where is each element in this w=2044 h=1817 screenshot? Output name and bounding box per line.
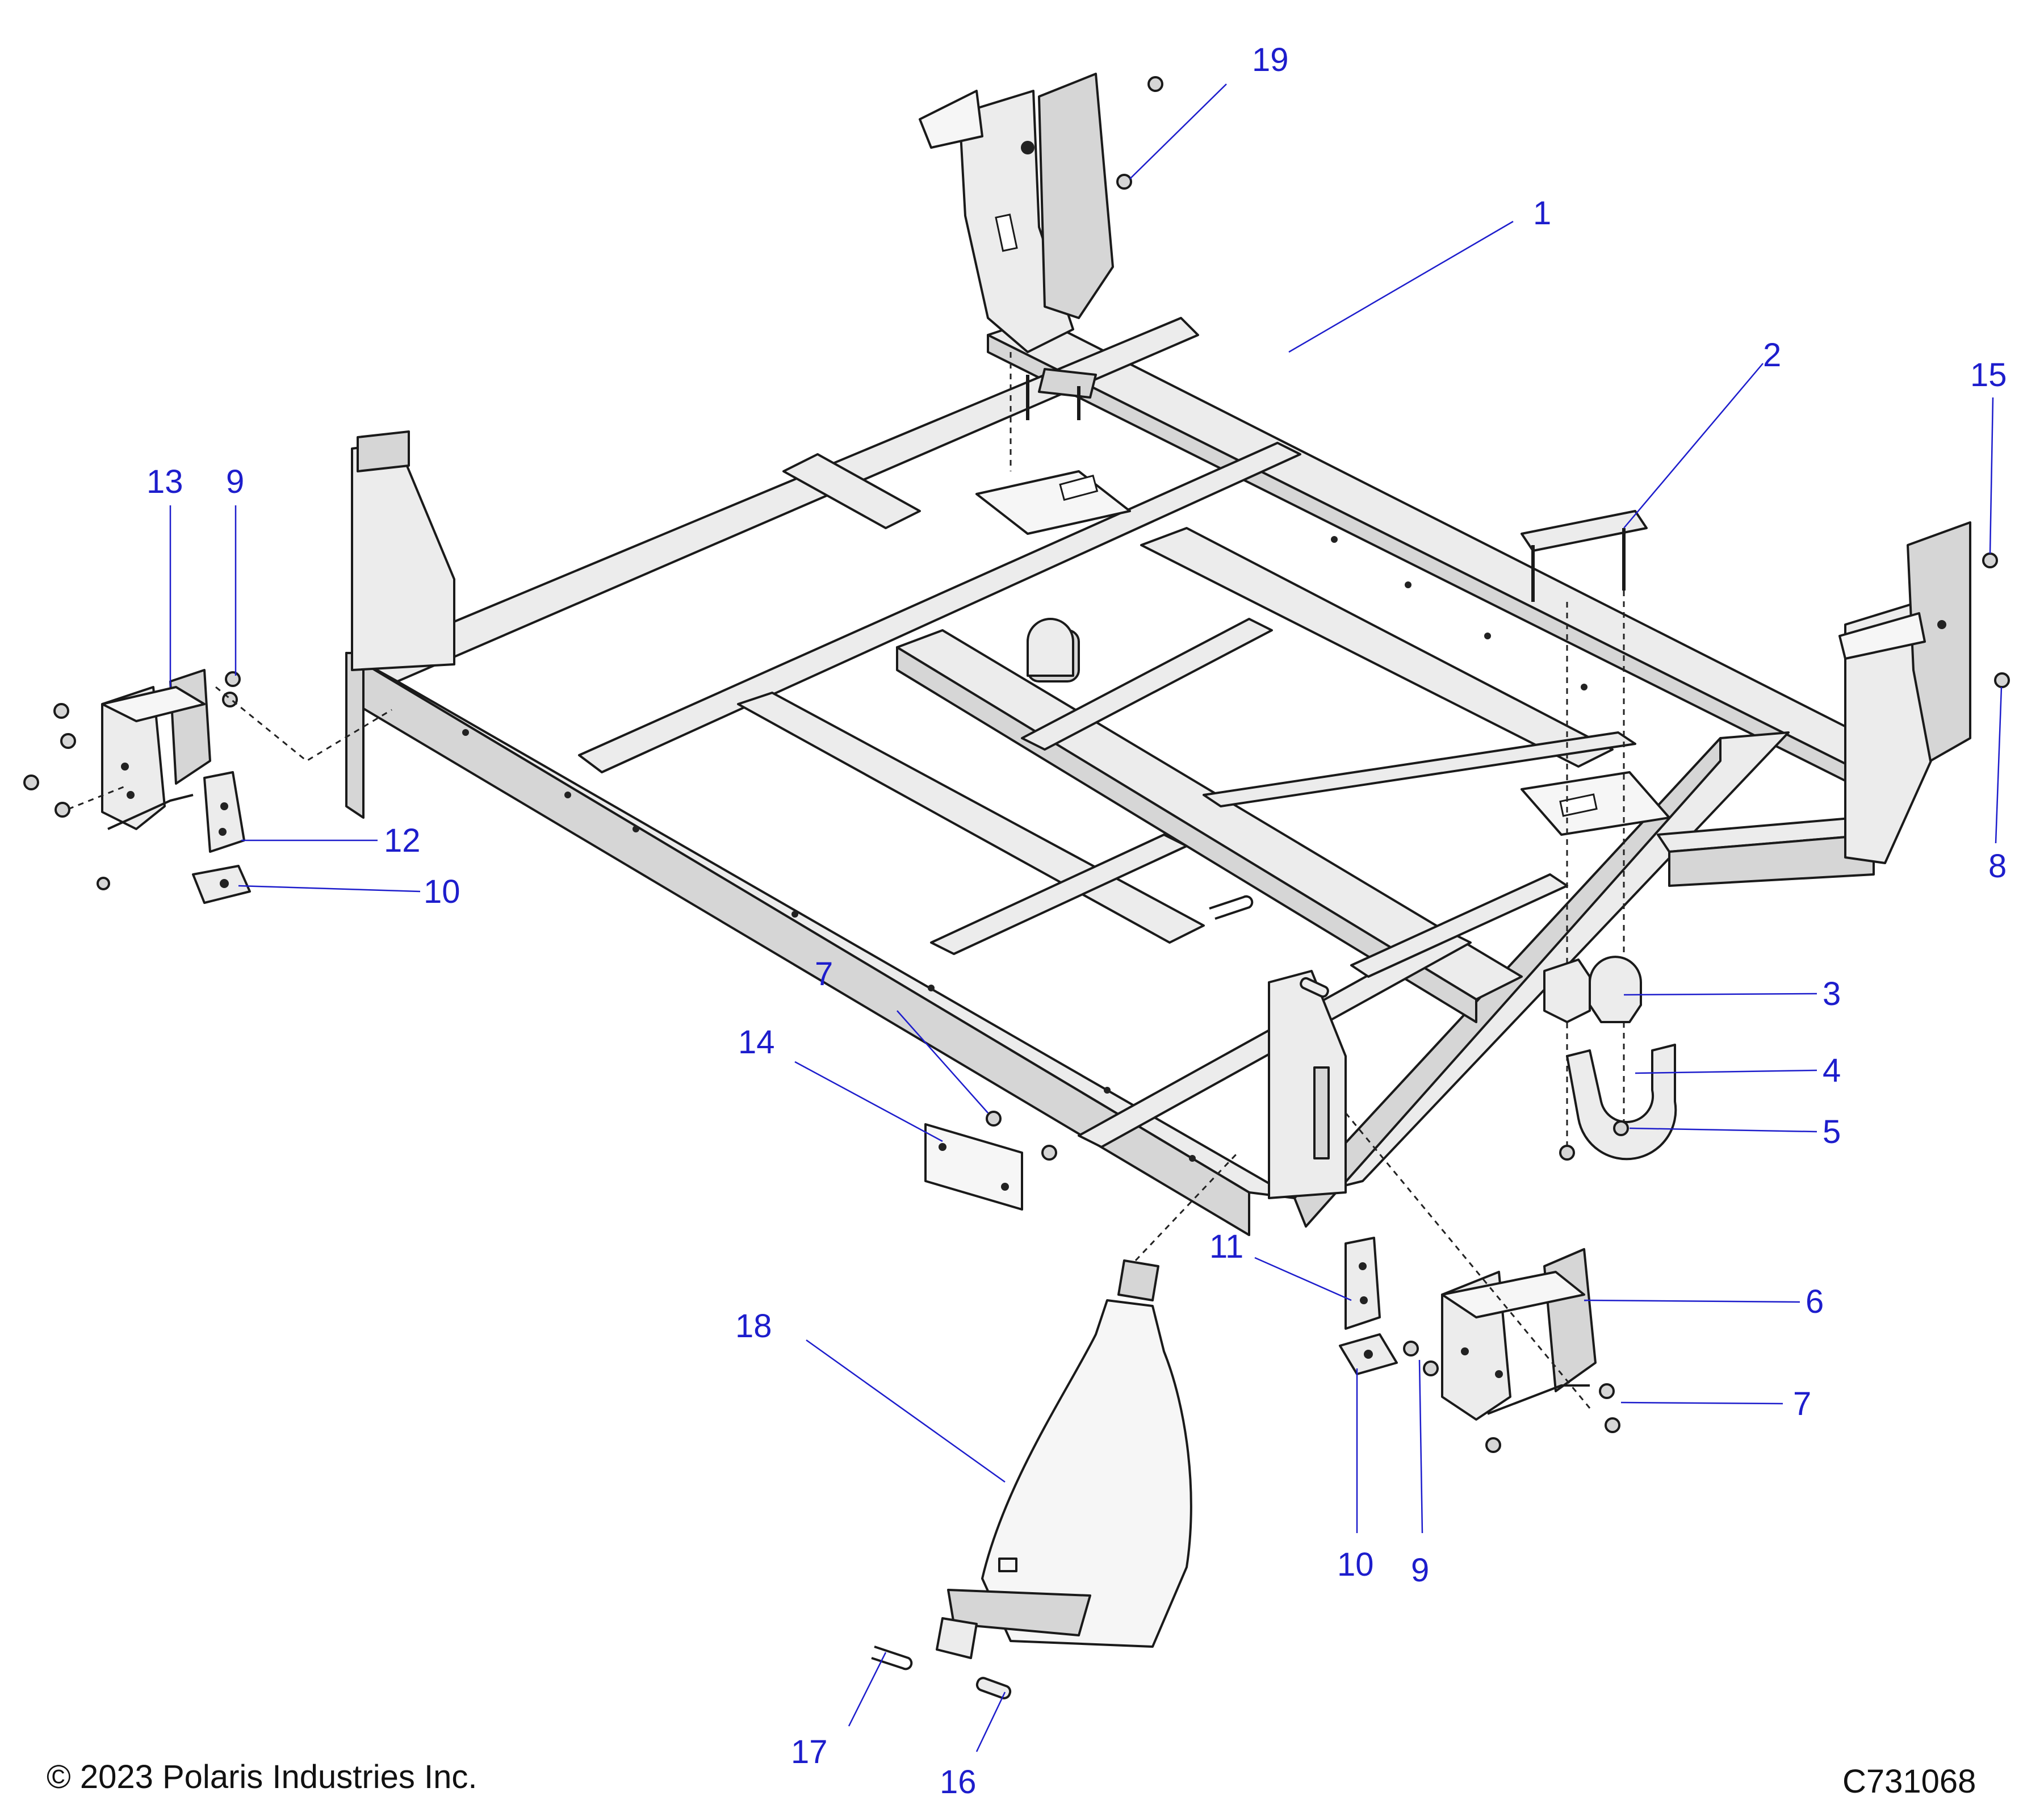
callout-2: 2	[1763, 337, 1781, 374]
left-clip-nut-10	[192, 865, 251, 904]
left-mount-bracket-13	[101, 669, 211, 830]
callout-10-left: 10	[424, 873, 460, 910]
callout-7-left: 7	[815, 956, 833, 993]
callout-9-left: 9	[226, 463, 244, 500]
callout-12: 12	[384, 822, 421, 859]
callout-14: 14	[738, 1024, 775, 1061]
callout-6: 6	[1806, 1283, 1824, 1320]
left-bolts	[23, 671, 241, 890]
right-bracket-11	[1344, 1237, 1381, 1330]
callout-18: 18	[735, 1308, 772, 1345]
nuts-15-8	[1116, 76, 2010, 688]
callout-15: 15	[1970, 357, 2007, 393]
callout-19: 19	[1252, 41, 1289, 78]
stud-plate-2	[1521, 510, 1648, 1158]
pin-16	[975, 1677, 1012, 1699]
left-bracket-12	[203, 771, 245, 853]
callout-labels: 1 2 3 4 5 6 7 7 8 15 19 13 9 12 10 14 11…	[146, 41, 2007, 1801]
callout-11: 11	[1209, 1228, 1243, 1265]
nut-5	[1559, 1120, 1629, 1161]
plate-14	[924, 1123, 1023, 1211]
callout-17: 17	[791, 1734, 828, 1770]
callout-1: 1	[1533, 195, 1551, 232]
callout-10-right: 10	[1337, 1546, 1374, 1583]
callout-4: 4	[1823, 1052, 1841, 1089]
callout-9-right: 9	[1411, 1552, 1429, 1589]
callout-13: 13	[146, 463, 183, 500]
callout-3: 3	[1823, 976, 1841, 1012]
center-clamp	[1027, 618, 1074, 677]
callout-5: 5	[1823, 1113, 1841, 1150]
clip-17	[871, 1646, 913, 1671]
frame-assembly	[345, 317, 1903, 1236]
right-bolts-9	[1403, 1341, 1620, 1453]
leader-lines	[169, 83, 2003, 1752]
copyright-notice: © 2023 Polaris Industries Inc.	[47, 1759, 478, 1795]
callout-16: 16	[940, 1764, 977, 1801]
callout-7-right: 7	[1793, 1385, 1811, 1422]
right-mount-bracket-6	[1441, 1248, 1597, 1421]
callout-8: 8	[1988, 848, 2007, 885]
intake-duct-18	[936, 1152, 1239, 1659]
right-clip-nut-10	[1339, 1333, 1398, 1375]
rear-right-bracket	[1838, 521, 1971, 864]
hitch-pin-center	[1209, 895, 1329, 998]
rear-upright-bracket	[919, 73, 1114, 471]
figure-id: C731068	[1842, 1763, 1976, 1800]
frame-holes	[462, 536, 1588, 1162]
bolts-7-left	[986, 1111, 1057, 1161]
